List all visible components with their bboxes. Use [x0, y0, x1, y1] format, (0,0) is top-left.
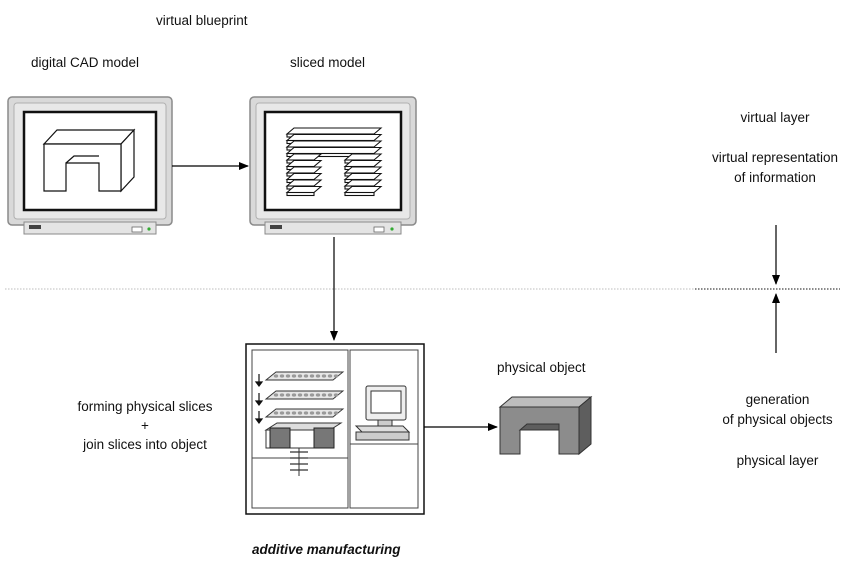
- generation-line1: generation: [745, 392, 810, 407]
- physical-object-block-icon: [498, 395, 593, 456]
- forming-line3: join slices into object: [83, 437, 207, 452]
- virtual-representation-line2: of information: [734, 170, 816, 185]
- generation-label: generation of physical objects: [700, 390, 855, 430]
- generation-line2: of physical objects: [722, 412, 833, 427]
- virtual-representation-label: virtual representation of information: [690, 148, 860, 188]
- monitor-with-sliced-model-icon: [249, 96, 417, 235]
- forming-slices-label: forming physical slices + join slices in…: [55, 397, 235, 456]
- additive-manufacturing-label: additive manufacturing: [252, 542, 401, 557]
- digital-cad-model-label: digital CAD model: [31, 55, 140, 70]
- physical-layer-label: physical layer: [736, 453, 819, 468]
- monitor-with-cad-block-icon: [7, 96, 173, 235]
- additive-manufacturing-machine-icon: [245, 343, 425, 515]
- physical-object-label: physical object: [497, 360, 586, 375]
- forming-line2: +: [141, 418, 149, 433]
- virtual-representation-line1: virtual representation: [711, 150, 839, 165]
- virtual-layer-label: virtual layer: [740, 110, 810, 125]
- forming-line1: forming physical slices: [77, 399, 213, 414]
- virtual-blueprint-label: virtual blueprint: [156, 13, 248, 28]
- sliced-model-label: sliced model: [290, 55, 366, 70]
